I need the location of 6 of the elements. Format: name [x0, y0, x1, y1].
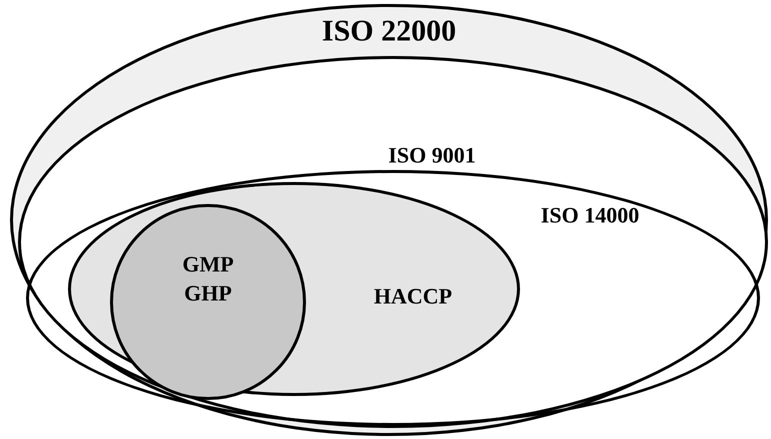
node-label: ISO 14000	[540, 202, 640, 230]
ellipse	[26, 170, 760, 426]
node-label: HACCP	[372, 282, 454, 311]
node-label: ISO 9001	[387, 142, 477, 170]
node-label: ISO 22000	[320, 14, 458, 50]
node-label: GMP GHP	[181, 250, 235, 307]
